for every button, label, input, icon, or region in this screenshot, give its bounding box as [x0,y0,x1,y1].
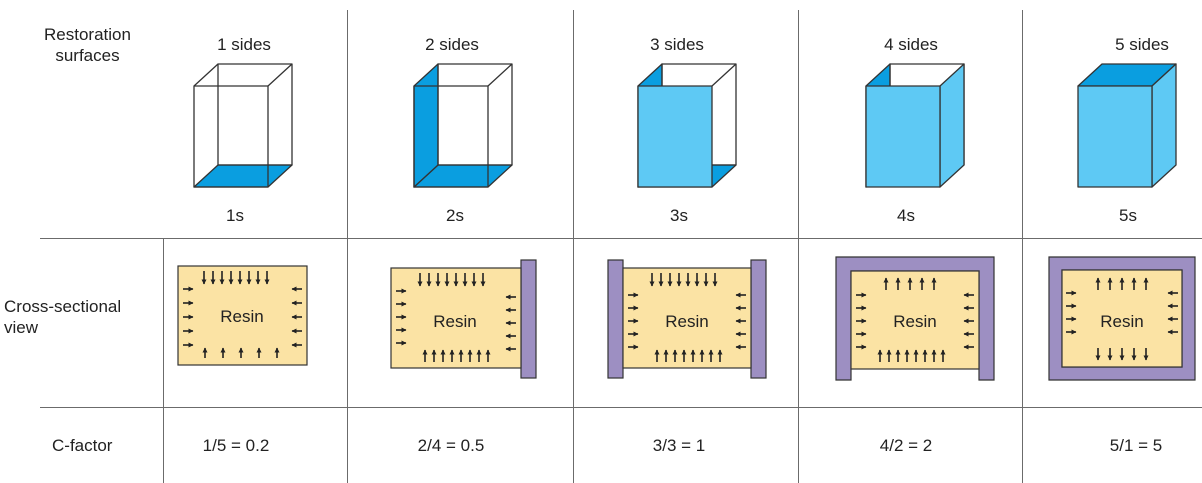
column-header-3: 3 sides [650,35,704,54]
wall-2-right [520,259,537,379]
box-4-sides [865,63,965,188]
grid-divider-3 [798,10,799,483]
surface-label-2: 2s [446,206,464,225]
surface-label-4: 4s [897,206,915,225]
c-factor-value-1: 1/5 = 0.2 [202,436,270,455]
surface-label-1: 1s [226,206,244,225]
resin-label-2: Resin [433,312,476,331]
row-divider-2 [40,407,1202,408]
row-label-surfaces: Restoration surfaces [44,25,131,65]
wall-3-right [750,259,767,379]
c-factor-value-5: 5/1 = 5 [1109,436,1163,455]
box-2-sides [413,63,513,188]
box-5-sides [1077,63,1177,188]
column-header-2: 2 sides [425,35,479,54]
box-3-sides [637,63,737,188]
column-header-5: 5 sides [1115,35,1169,54]
box-1-sides [193,63,293,188]
row-label-c-factor: C-factor [52,436,113,455]
surface-label-3: 3s [670,206,688,225]
grid-divider-label-col [163,238,164,483]
resin-label-1: Resin [220,307,263,326]
grid-divider-2 [573,10,574,483]
row-label-cross-sectional: Cross-sectional view [4,297,122,337]
shrinkage-arrows [183,271,1178,362]
surface-label-5: 5s [1119,206,1137,225]
resin-label-3: Resin [665,312,708,331]
c-factor-value-3: 3/3 = 1 [652,436,706,455]
resin-label-4: Resin [893,312,936,331]
c-factor-value-4: 4/2 = 2 [879,436,933,455]
grid-divider-1 [347,10,348,483]
column-header-1: 1 sides [217,35,271,54]
row-divider-1 [40,238,1202,239]
resin-label-5: Resin [1100,312,1143,331]
c-factor-value-2: 2/4 = 0.5 [417,436,485,455]
column-header-4: 4 sides [884,35,938,54]
grid-divider-4 [1022,10,1023,483]
wall-3-left [607,259,624,379]
